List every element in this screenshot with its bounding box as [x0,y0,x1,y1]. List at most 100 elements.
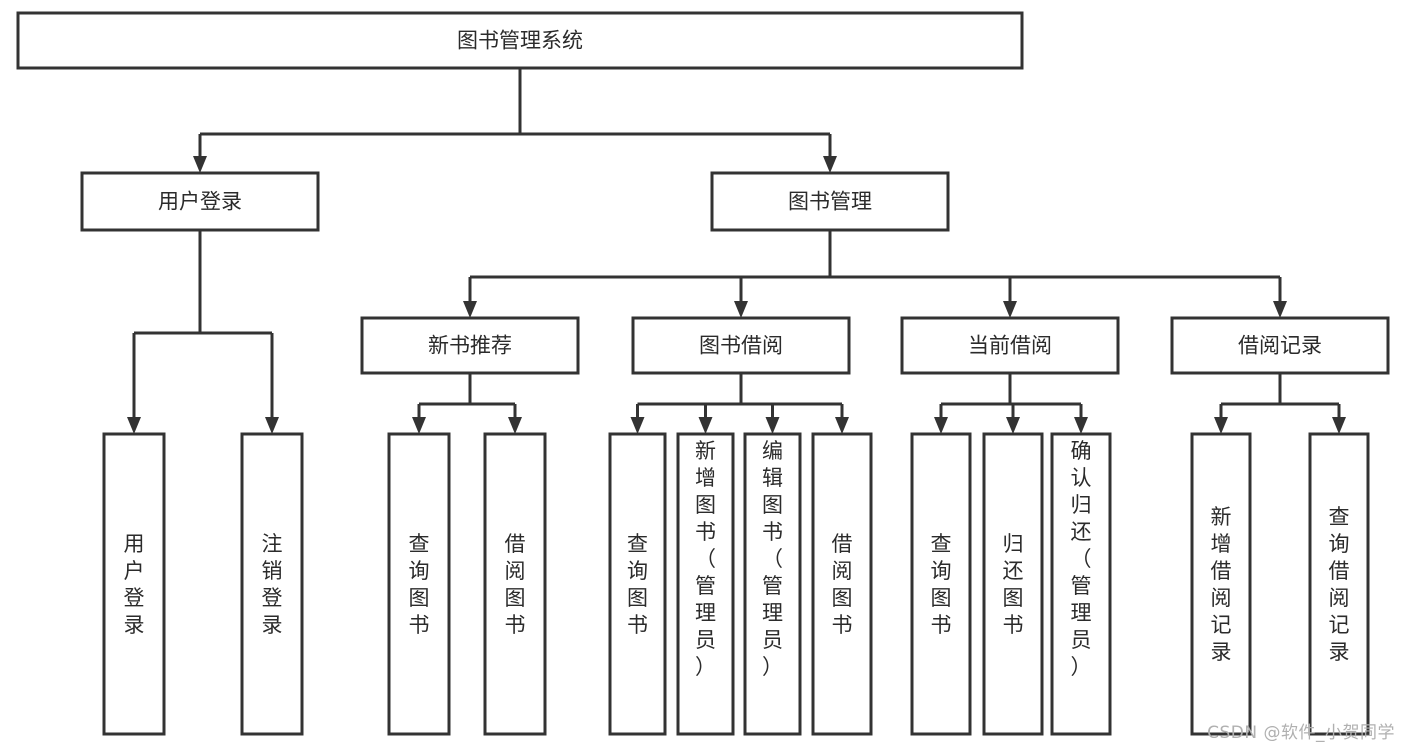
arrow-head-icon [193,156,207,173]
leaf-label-char: 归 [1071,493,1092,517]
leaf-label-char: 员 [762,628,783,652]
leaf-label-char: 借 [1329,559,1350,583]
root-node[interactable]: 图书管理系统 [16,11,1024,70]
arrow-head-icon [630,417,645,434]
leaf-label-char: 图 [931,586,952,610]
leaf-box[interactable] [102,432,166,736]
arrow-head-icon [823,156,837,173]
level2-node[interactable]: 用户登录 [80,171,320,232]
arrow-head-icon [463,301,477,318]
level2-box[interactable] [80,171,320,232]
leaf-label-char: ） [1071,655,1092,679]
leaf-box[interactable] [1190,432,1252,736]
leaf-box[interactable] [608,432,667,736]
root-label: 图书管理系统 [457,29,583,53]
leaf-label-char: 归 [1003,532,1024,556]
arrow-head-icon [1003,301,1017,318]
leaf-label-char: 理 [762,601,783,625]
leaf-label-char: 用 [124,532,145,556]
leaf-label-char: 询 [409,559,430,583]
leaf-label-char: 查 [1329,505,1350,529]
level2-box[interactable] [710,171,950,232]
leaf-label-char: 借 [505,532,526,556]
arrow-head-icon [765,417,780,434]
level3-node[interactable]: 新书推荐 [360,316,580,375]
level3-box[interactable] [900,316,1120,375]
leaf-label-char: 图 [409,586,430,610]
leaf-label-char: 编 [762,439,783,463]
level3-box[interactable] [1170,316,1390,375]
level3-box[interactable] [360,316,580,375]
root-box[interactable] [16,11,1024,70]
level2-node[interactable]: 图书管理 [710,171,950,232]
leaf-label-char: 录 [1211,640,1232,664]
leaf-box[interactable] [387,432,451,736]
leaf-label-char: ） [695,655,716,679]
leaf-label-char: 借 [1211,559,1232,583]
leaf-label-char: 图 [695,493,716,517]
level3-node[interactable]: 图书借阅 [631,316,851,375]
leaf-box[interactable] [1050,432,1112,736]
leaf-label-char: 户 [124,559,145,583]
leaf-label-char: 认 [1071,466,1092,490]
arrow-head-icon [1006,417,1020,434]
leaf-box[interactable] [240,432,304,736]
leaf-label-char: 增 [1211,532,1232,556]
leaf-label-char: 管 [695,574,716,598]
leaf-label-char: 录 [1329,640,1350,664]
leaf-label-char: 书 [832,613,853,637]
leaf-label-char: 询 [1329,532,1350,556]
leaf-label-char: 员 [695,628,716,652]
leaf-label-char: 增 [695,466,716,490]
leaf-box[interactable] [483,432,547,736]
arrow-head-icon [1074,417,1088,434]
level3-label: 图书借阅 [699,334,783,358]
level3-label: 当前借阅 [968,334,1052,358]
leaf-box[interactable] [1308,432,1370,736]
level3-node[interactable]: 借阅记录 [1170,316,1390,375]
leaf-label-char: 阅 [505,559,526,583]
leaf-box[interactable] [811,432,873,736]
level3-node[interactable]: 当前借阅 [900,316,1120,375]
leaf-label-char: 新 [695,439,716,463]
leaf-box[interactable] [743,432,802,736]
leaf-label-char: 记 [1211,613,1232,637]
leaf-label-char: 查 [627,532,648,556]
leaf-label-char: 图 [762,493,783,517]
arrow-head-icon [734,301,748,318]
leaf-label-char: 新 [1211,505,1232,529]
leaf-label-char: 管 [762,574,783,598]
leaf-box[interactable] [982,432,1044,736]
arrow-head-icon [835,417,849,434]
level2-label: 图书管理 [788,190,872,214]
arrow-head-icon [412,417,426,434]
leaf-label-char: 登 [124,586,145,610]
leaf-node[interactable]: 用户登录 [102,432,166,736]
leaf-label-char: 阅 [832,559,853,583]
arrow-head-icon [1214,417,1228,434]
level3-box[interactable] [631,316,851,375]
leaf-label-char: 理 [1071,601,1092,625]
connector-layer [127,68,1346,434]
leaf-label-char: 图 [1003,586,1024,610]
leaf-label-char: （ [695,547,716,571]
leaf-label-char: 借 [832,532,853,556]
arrow-head-icon [265,417,279,434]
leaf-label-char: 还 [1071,520,1092,544]
leaf-box[interactable] [910,432,972,736]
leaf-label-char: 阅 [1329,586,1350,610]
leaf-box[interactable] [676,432,735,736]
